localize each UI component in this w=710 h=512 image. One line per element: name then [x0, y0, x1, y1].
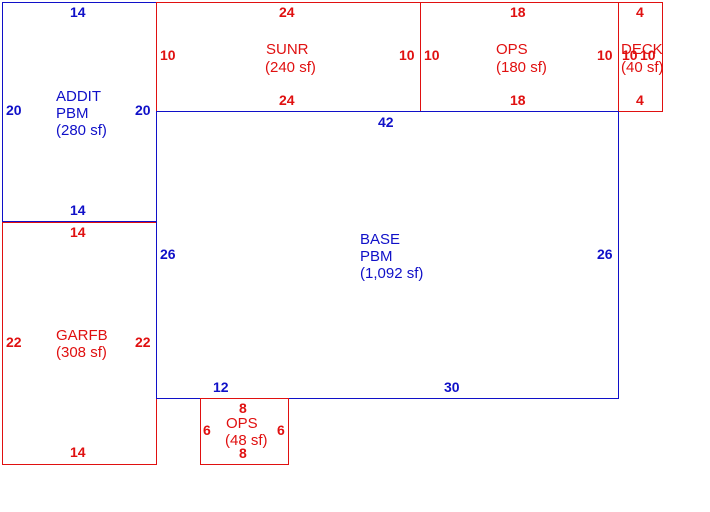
addit-name-line2: PBM [56, 105, 89, 122]
base-area: (1,092 sf) [360, 265, 424, 282]
base-dim-top: 42 [378, 114, 394, 130]
ops-top-name: OPS [496, 41, 528, 58]
sunr-dim-right: 10 [399, 47, 415, 63]
ops-top-dim-bottom: 18 [510, 92, 526, 108]
ops-bottom-dim-left: 6 [203, 422, 211, 438]
base-pbm-outline [156, 111, 619, 399]
deck-dim-right: 10 [640, 47, 656, 63]
sunr-dim-bottom: 24 [279, 92, 295, 108]
base-name-line2: PBM [360, 248, 393, 265]
addit-dim-bottom: 14 [70, 202, 86, 218]
ops-top-dim-right: 10 [597, 47, 613, 63]
ops-top-dim-left: 10 [424, 47, 440, 63]
garfb-name: GARFB [56, 327, 108, 344]
deck-area: (40 sf) [621, 59, 664, 76]
addit-name: ADDIT [56, 88, 101, 105]
base-dim-bottom-right: 30 [444, 379, 460, 395]
addit-dim-right: 20 [135, 102, 151, 118]
garfb-area: (308 sf) [56, 344, 107, 361]
garfb-dim-bottom: 14 [70, 444, 86, 460]
sunr-dim-left: 10 [160, 47, 176, 63]
ops-bottom-area: (48 sf) [225, 432, 268, 449]
addit-dim-top: 14 [70, 4, 86, 20]
deck-dim-bottom: 4 [636, 92, 644, 108]
deck-name: DECK [621, 41, 663, 58]
sunr-area: (240 sf) [265, 59, 316, 76]
base-dim-left: 26 [160, 246, 176, 262]
ops-bottom-outline [200, 398, 289, 465]
ops-top-dim-top: 18 [510, 4, 526, 20]
base-dim-bottom-left: 12 [213, 379, 229, 395]
ops-top-area: (180 sf) [496, 59, 547, 76]
ops-bottom-dim-right: 6 [277, 422, 285, 438]
addit-area: (280 sf) [56, 122, 107, 139]
sunr-dim-top: 24 [279, 4, 295, 20]
garfb-dim-right: 22 [135, 334, 151, 350]
ops-bottom-dim-bottom: 8 [239, 445, 247, 461]
base-dim-right: 26 [597, 246, 613, 262]
garfb-dim-left: 22 [6, 334, 22, 350]
deck-dim-left: 10 [622, 47, 638, 63]
ops-bottom-name: OPS [226, 415, 258, 432]
base-name: BASE [360, 231, 401, 248]
garfb-dim-top: 14 [70, 224, 86, 240]
addit-dim-left: 20 [6, 102, 22, 118]
deck-dim-top: 4 [636, 4, 644, 20]
sunr-name: SUNR [266, 41, 309, 58]
ops-bottom-dim-top: 8 [239, 400, 247, 416]
deck-outline [618, 2, 663, 112]
